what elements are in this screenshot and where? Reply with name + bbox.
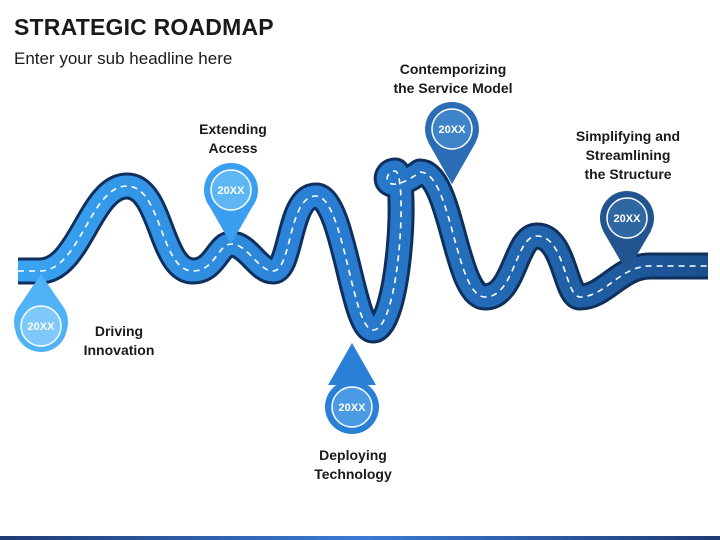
pin-4-shape	[428, 142, 476, 184]
pin-2-year: 20XX	[218, 185, 246, 197]
milestone-label-1-line2: Innovation	[83, 342, 155, 358]
bottom-accent-bar	[0, 536, 720, 540]
milestone-label-3: Deploying Technology	[303, 446, 403, 484]
milestone-label-5-line2: Streamlining	[585, 147, 671, 163]
page-subtitle: Enter your sub headline here	[14, 49, 233, 68]
milestone-label-5-line3: the Structure	[584, 166, 672, 182]
milestone-pin-4: 20XX	[425, 102, 479, 184]
milestone-label-2-line1: Extending	[199, 121, 267, 137]
pin-3-shape	[328, 343, 376, 385]
milestone-label-2: Extending Access	[183, 120, 283, 158]
milestone-label-5-line1: Simplifying and	[575, 128, 681, 144]
milestone-label-3-line1: Deploying	[319, 447, 387, 463]
milestone-label-5: Simplifying and Streamlining the Structu…	[563, 127, 693, 184]
milestone-pin-2: 20XX	[204, 163, 258, 244]
pin-4-year: 20XX	[439, 124, 467, 136]
milestone-pin-3: 20XX	[325, 343, 379, 434]
milestone-label-4: Contemporizing the Service Model	[383, 60, 523, 98]
pin-5-shape	[603, 231, 651, 272]
milestone-label-4-line1: Contemporizing	[399, 61, 507, 77]
milestone-label-3-line2: Technology	[314, 466, 392, 482]
road-surface	[18, 160, 708, 341]
milestone-label-1: Driving Innovation	[74, 322, 164, 360]
milestone-pin-5: 20XX	[600, 191, 654, 272]
page-title: STRATEGIC ROADMAP	[14, 14, 274, 40]
road-center-dashes	[18, 170, 708, 331]
pin-2-shape	[207, 202, 255, 244]
milestone-label-2-line2: Access	[208, 140, 258, 156]
pin-3-year: 20XX	[339, 402, 367, 414]
milestone-pin-1: 20XX	[14, 274, 69, 352]
milestone-label-4-line2: the Service Model	[393, 80, 513, 96]
pin-1-year: 20XX	[28, 321, 56, 333]
pin-5-year: 20XX	[614, 213, 642, 225]
milestone-label-1-line1: Driving	[94, 323, 144, 339]
